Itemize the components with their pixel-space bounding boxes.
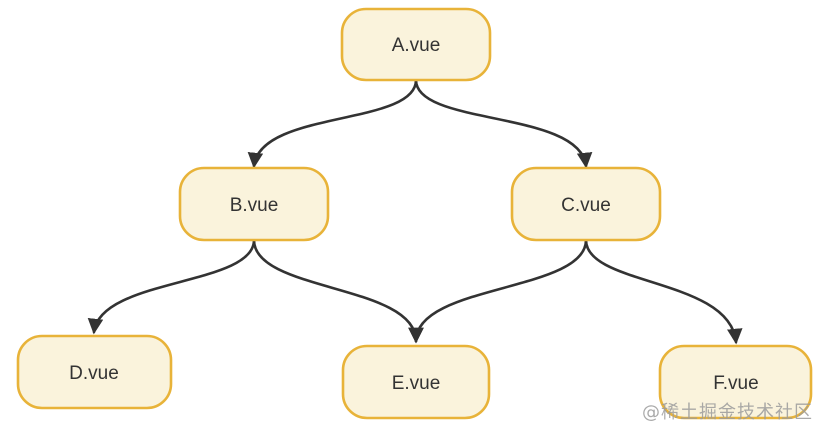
node-a-shape — [340, 7, 492, 82]
edge-c-to-f — [584, 238, 743, 345]
node-b-vue: B.vue — [178, 166, 330, 242]
node-d-shape — [16, 334, 173, 410]
node-b-shape — [178, 166, 330, 242]
edge-a-to-c — [414, 78, 593, 169]
node-c-shape — [510, 166, 662, 242]
node-a-label: A.vue — [392, 35, 441, 56]
node-f-label: F.vue — [713, 373, 758, 394]
edge-a-to-b — [247, 78, 418, 169]
node-e-shape — [341, 344, 491, 420]
edge-b-to-e — [252, 238, 424, 344]
node-b-label: B.vue — [230, 195, 279, 216]
node-d-label: D.vue — [69, 363, 119, 384]
node-c-label: C.vue — [561, 195, 611, 216]
edge-b-to-d — [87, 238, 256, 335]
node-d-vue: D.vue — [16, 334, 173, 410]
node-c-vue: C.vue — [510, 166, 662, 242]
edge-c-to-e — [408, 238, 588, 344]
node-e-label: E.vue — [392, 373, 441, 394]
node-e-vue: E.vue — [341, 344, 491, 420]
node-a-vue: A.vue — [340, 7, 492, 82]
node-f-shape — [658, 344, 813, 420]
node-f-vue: F.vue — [658, 344, 813, 420]
